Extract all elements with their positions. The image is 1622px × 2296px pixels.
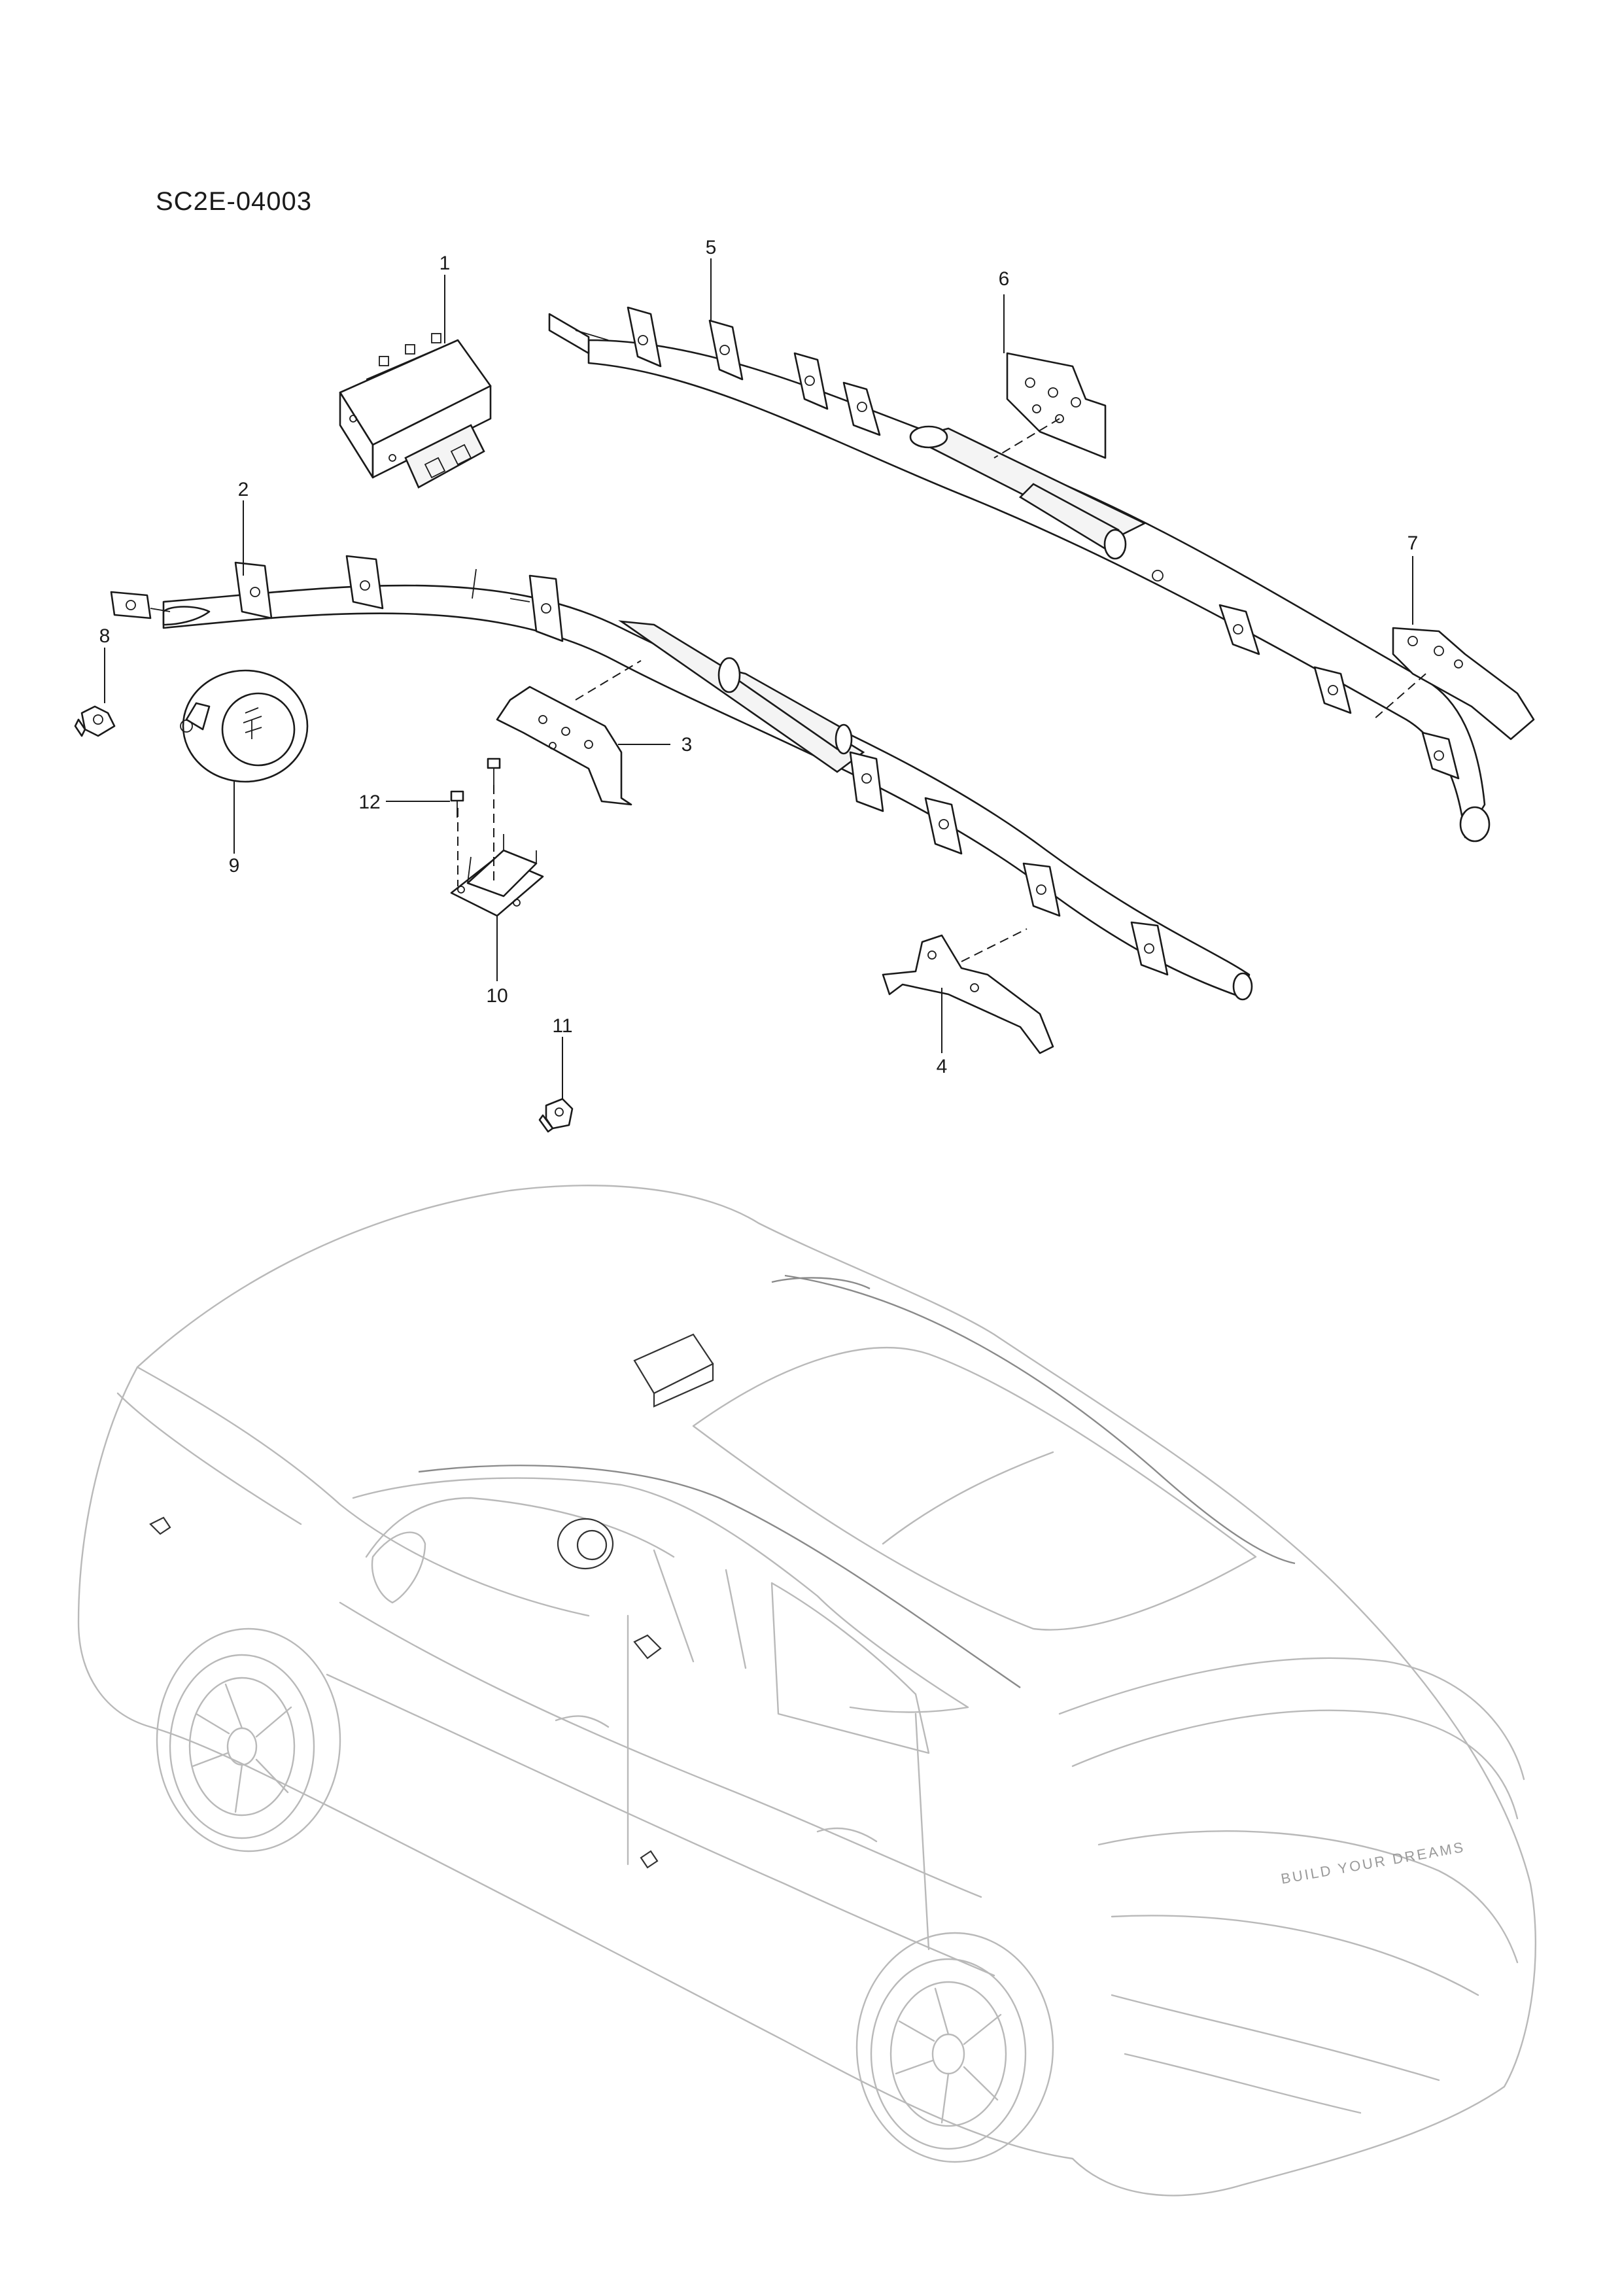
part-1-control-module <box>339 333 492 489</box>
part-4-bracket <box>882 928 1054 1054</box>
part-6-bracket <box>993 352 1107 459</box>
part-10-sensor-module <box>450 785 544 917</box>
callout-3: 3 <box>682 734 693 756</box>
part-11-sensor <box>538 1098 574 1133</box>
vehicle-outline: BUILD YOUR DREAMS <box>77 1185 1537 2197</box>
part-5-curtain-airbag-right <box>548 306 1491 843</box>
leader-lines <box>104 258 1413 1099</box>
callout-1: 1 <box>440 252 451 274</box>
callout-2: 2 <box>238 479 249 500</box>
diagram-code: SC2E-04003 <box>156 187 313 216</box>
callout-12: 12 <box>358 791 380 813</box>
part-2-curtain-airbag-left <box>110 555 1253 1001</box>
callout-7: 7 <box>1407 532 1419 554</box>
callout-10: 10 <box>486 985 508 1007</box>
part-7-bracket <box>1373 627 1535 740</box>
callout-11: 11 <box>552 1015 572 1037</box>
callout-5: 5 <box>706 237 717 258</box>
front-wheel <box>156 1627 341 1852</box>
rear-wheel <box>855 1932 1054 2163</box>
part-8-sensor <box>74 705 116 737</box>
callout-numbers: 1 2 3 4 5 6 7 8 9 10 11 12 <box>99 237 1419 1077</box>
callout-4: 4 <box>937 1056 948 1077</box>
part-3-bracket <box>496 660 642 806</box>
callout-8: 8 <box>99 625 111 647</box>
part-9-steering-airbag <box>180 669 309 783</box>
callout-9: 9 <box>229 855 240 877</box>
part-12-bolts <box>450 757 501 818</box>
callout-6: 6 <box>999 268 1010 290</box>
rear-badge-text: BUILD YOUR DREAMS <box>1280 1839 1466 1887</box>
